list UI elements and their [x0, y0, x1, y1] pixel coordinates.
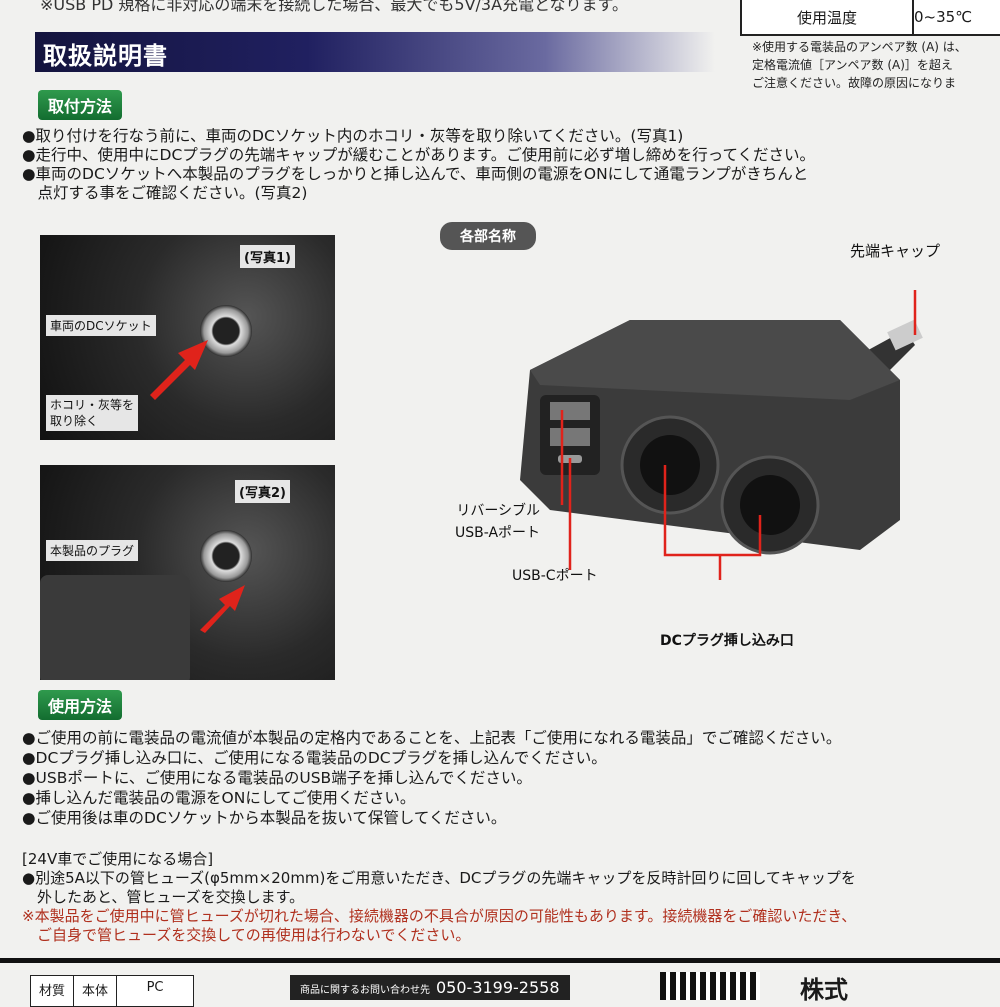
bullet: ●ご使用の前に電装品の電流値が本製品の定格内であることを、上記表「ご使用になれる… — [22, 729, 842, 747]
contact-label: 商品に関するお問い合わせ先 — [300, 985, 430, 996]
bullet: 点灯する事をご確認ください。(写真2) — [22, 184, 308, 202]
note-line: 定格電流値［アンペア数 (A)］を超え — [752, 58, 953, 72]
page-title: 取扱説明書 — [43, 42, 168, 70]
label-dc-port: DCプラグ挿し込み口 — [660, 633, 794, 649]
contact-phone: 050-3199-2558 — [436, 978, 560, 997]
product-plug — [40, 575, 190, 680]
spec-key: 使用温度 — [742, 0, 914, 34]
dc-socket — [200, 530, 252, 582]
warning-line: ご自身で管ヒューズを交換しての再使用は行わないでください。 — [22, 926, 471, 944]
material-cell: 材質 — [31, 976, 75, 1006]
bullet: ●DCプラグ挿し込み口に、ご使用になる電装品のDCプラグを挿し込んでください。 — [22, 749, 607, 767]
product-illustration — [520, 290, 923, 580]
bullet: ●車両のDCソケットへ本製品のプラグをしっかりと挿し込んで、車両側の電源をONに… — [22, 165, 809, 183]
company-name: 株式 — [800, 976, 848, 1004]
spec-table: 使用温度 0~35℃ — [740, 0, 1000, 36]
photo-label: ホコリ・灰等を取り除く — [46, 395, 139, 431]
usage-bullets: ●ご使用の前に電装品の電流値が本製品の定格内であることを、上記表「ご使用になれる… — [22, 728, 841, 828]
bullet: ●挿し込んだ電装品の電源をONにしてご使用ください。 — [22, 789, 416, 807]
bullet: ●走行中、使用中にDCプラグの先端キャップが緩むことがあります。ご使用前に必ず増… — [22, 146, 815, 164]
label-line: リバーシブル — [456, 503, 541, 519]
parts-heading: 各部名称 — [440, 222, 536, 250]
label-usb-a: リバーシブル USB-Aポート — [455, 500, 540, 544]
bullet: ●ご使用後は車のDCソケットから本製品を抜いて保管してください。 — [22, 809, 507, 827]
label-line: 取り除く — [50, 414, 99, 428]
v24-section: [24V車でご使用になる場合] ●別途5A以下の管ヒューズ(φ5mm×20mm)… — [22, 850, 856, 945]
label-tip-cap: 先端キャップ — [850, 242, 941, 260]
red-arrow-icon — [150, 340, 208, 400]
bullet: ●USBポートに、ご使用になる電装品のUSB端子を挿し込んでください。 — [22, 769, 532, 787]
footer-divider — [0, 958, 1000, 963]
photo-label: 車両のDCソケット — [46, 315, 156, 336]
usage-heading: 使用方法 — [38, 690, 123, 720]
label-line: ホコリ・灰等を — [50, 398, 135, 412]
install-heading: 取付方法 — [38, 90, 123, 120]
photo-1: (写真1) 車両のDCソケット ホコリ・灰等を取り除く — [40, 235, 335, 440]
material-cell: PC — [146, 980, 164, 995]
spec-value: 0~35℃ — [914, 8, 973, 26]
v24-heading: [24V車でご使用になる場合] — [22, 850, 214, 868]
qr-code-icon — [660, 972, 760, 1000]
label-line: USB-Aポート — [455, 525, 541, 541]
photo-2: (写真2) 本製品のプラグ — [40, 465, 335, 680]
dc-socket — [200, 305, 252, 357]
right-note: ※使用する電装品のアンペア数 (A) は、 定格電流値［アンペア数 (A)］を超… — [752, 38, 967, 92]
bullet: ●取り付けを行なう前に、車両のDCソケット内のホコリ・灰等を取り除いてください。… — [22, 127, 684, 145]
photo-label: 本製品のプラグ — [46, 540, 139, 561]
v24-line: ●別途5A以下の管ヒューズ(φ5mm×20mm)をご用意いただき、DCプラグの先… — [22, 869, 856, 887]
note-line: ※使用する電装品のアンペア数 (A) は、 — [752, 40, 967, 54]
top-note: ※USB PD 規格に非対応の端末を接続した場合、最大でも5V/3A充電となりま… — [40, 0, 628, 14]
material-table: 材質 本体 PC — [30, 975, 195, 1007]
title-band: 取扱説明書 — [35, 32, 715, 72]
warning-line: ※本製品をご使用中に管ヒューズが切れた場合、接続機器の不具合が原因の可能性もあり… — [22, 907, 857, 925]
material-cell: 本体 — [74, 976, 118, 1006]
contact-box: 商品に関するお問い合わせ先 050-3199-2558 — [290, 975, 570, 1000]
photo-caption: (写真2) — [235, 480, 290, 503]
note-line: ご注意ください。故障の原因になりま — [752, 76, 957, 90]
install-bullets: ●取り付けを行なう前に、車両のDCソケット内のホコリ・灰等を取り除いてください。… — [22, 127, 815, 203]
v24-line: 外したあと、管ヒューズを交換します。 — [22, 888, 305, 906]
label-usb-c: USB-Cポート — [512, 568, 598, 584]
photo-caption: (写真1) — [240, 245, 295, 268]
red-arrow-icon — [200, 585, 245, 633]
